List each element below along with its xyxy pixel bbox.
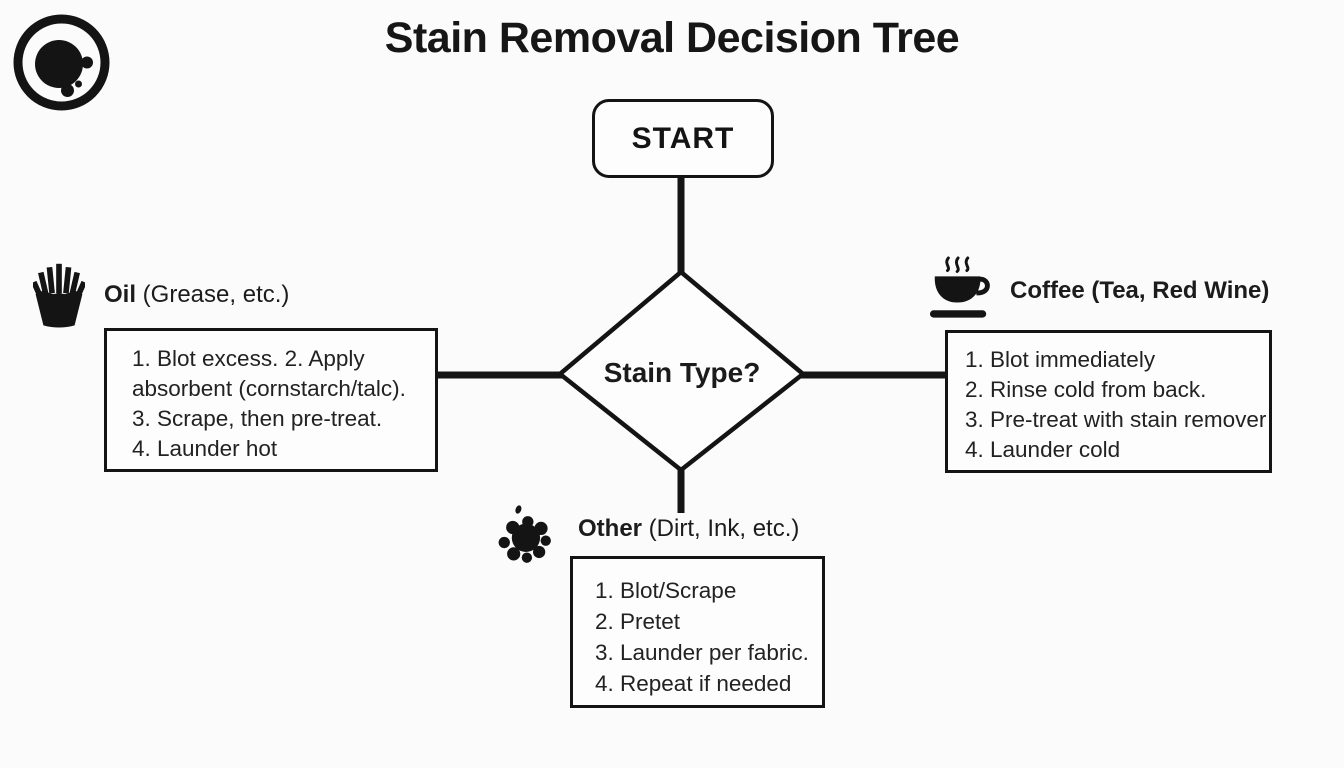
coffee-step-line: 1. Blot immediately	[965, 347, 1156, 372]
decision-label: Stain Type?	[603, 357, 761, 388]
oil-step-line: 3. Scrape, then pre-treat.	[132, 406, 383, 431]
decision-diamond	[556, 269, 807, 473]
ink-splat-icon	[498, 505, 551, 563]
coffee-branch-label: Coffee (Tea, Red Wine)	[1010, 277, 1269, 305]
other-step-line: 3. Launder per fabric.	[595, 640, 809, 665]
oil-step-line: 4. Launder hot	[132, 436, 278, 461]
oil-label-rest: (Grease, etc.)	[136, 281, 290, 308]
coffee-label-bold: Coffee (Tea, Red Wine)	[1010, 277, 1270, 304]
start-node: START	[592, 99, 774, 178]
oil-step-line: absorbent (cornstarch/talc).	[132, 376, 406, 401]
coffee-step-line: 4. Launder cold	[965, 437, 1121, 462]
start-label: START	[631, 121, 735, 155]
other-steps-box: 1. Blot/Scrape 2. Pretet 3. Launder per …	[570, 556, 825, 708]
coffee-cup-icon	[929, 256, 990, 318]
fries-icon	[33, 263, 85, 328]
oil-label-bold: Oil	[104, 281, 137, 308]
other-step-line: 4. Repeat if needed	[595, 671, 792, 696]
coffee-step-line: 3. Pre-treat with stain remover	[965, 407, 1267, 432]
other-branch-label: Other (Dirt, Ink, etc.)	[578, 515, 799, 543]
oil-step-line: 1. Blot excess. 2. Apply	[132, 346, 365, 371]
page-title: Stain Removal Decision Tree	[384, 14, 960, 62]
other-label-rest: (Dirt, Ink, etc.)	[642, 515, 800, 542]
other-label-bold: Other	[578, 515, 643, 542]
other-step-line: 1. Blot/Scrape	[595, 578, 737, 603]
coffee-step-line: 2. Rinse cold from back.	[965, 377, 1207, 402]
coffee-steps-box: 1. Blot immediately 2. Rinse cold from b…	[945, 330, 1272, 473]
oil-steps-box: 1. Blot excess. 2. Apply absorbent (corn…	[104, 328, 438, 472]
other-step-line: 2. Pretet	[595, 609, 681, 634]
logo-stain-icon	[13, 14, 110, 111]
oil-branch-label: Oil (Grease, etc.)	[104, 281, 289, 309]
